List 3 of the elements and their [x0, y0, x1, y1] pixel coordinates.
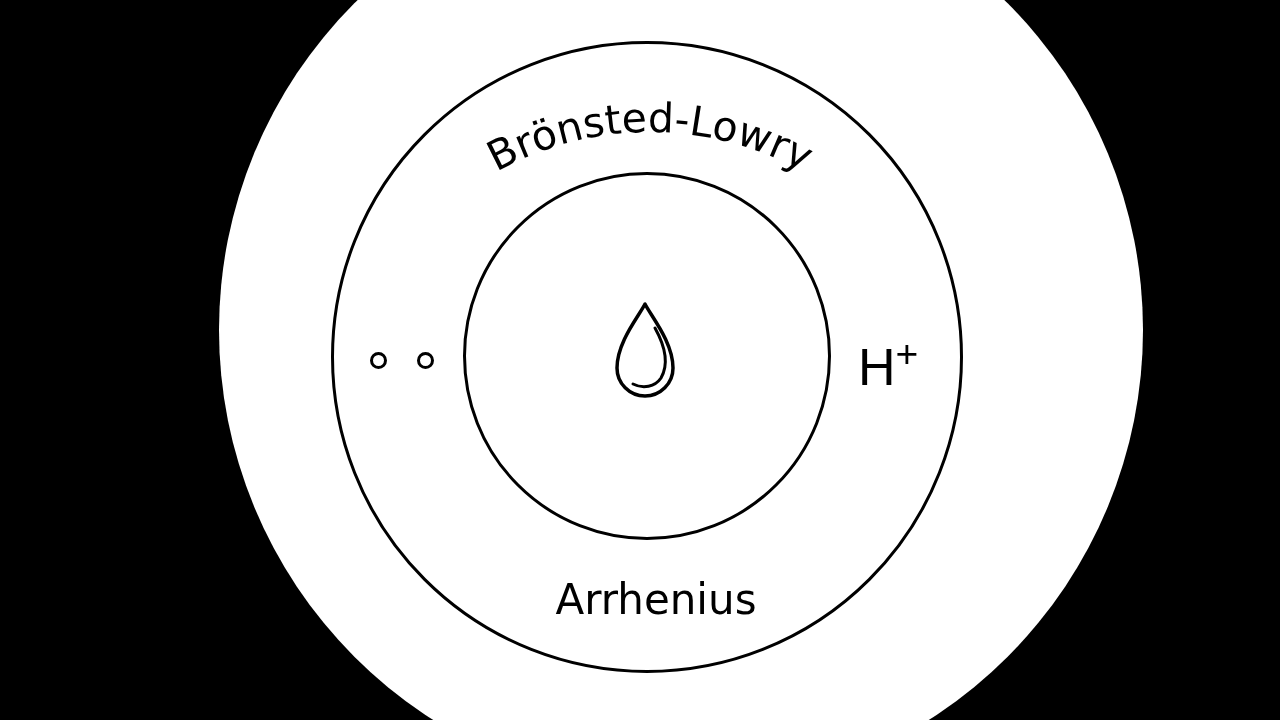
- ion-symbol: H$^{+}$: [858, 341, 919, 398]
- circle-label: Arrhenius: [555, 575, 757, 625]
- middle-circle: [331, 41, 963, 673]
